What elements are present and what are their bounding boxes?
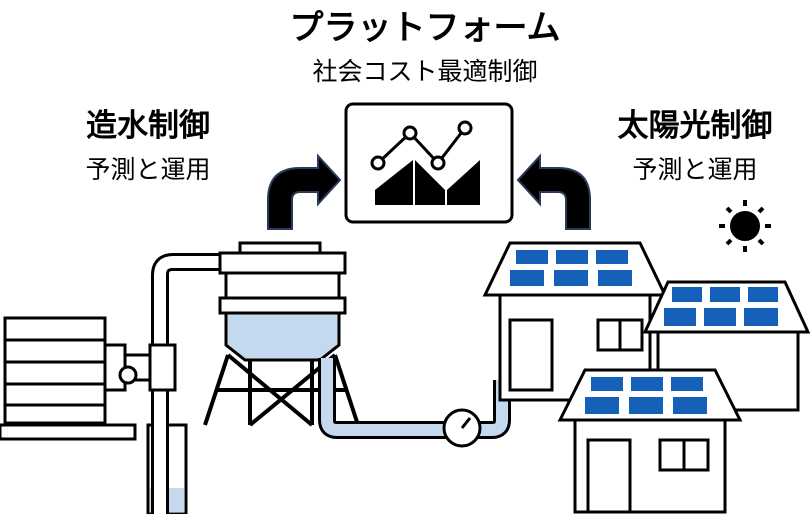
flow-meter-icon: [442, 408, 482, 448]
sun-icon: [719, 200, 771, 252]
water-control-subtitle: 予測と運用: [85, 155, 211, 184]
houses-with-solar-panels: [482, 241, 810, 514]
water-control-title: 造水制御: [86, 108, 210, 144]
well-pump: [146, 253, 225, 514]
platform-title: プラットフォーム: [289, 8, 561, 48]
platform-chart-icon: [344, 102, 514, 224]
solar-control-subtitle: 予測と運用: [632, 155, 758, 184]
solar-control-title: 太陽光制御: [617, 108, 773, 144]
right-arrow-icon: [516, 153, 591, 230]
platform-subtitle: 社会コスト最適制御: [312, 57, 538, 86]
left-arrow-icon: [267, 153, 342, 230]
outflow-pipe: [318, 358, 511, 448]
motor-icon: [0, 316, 152, 441]
